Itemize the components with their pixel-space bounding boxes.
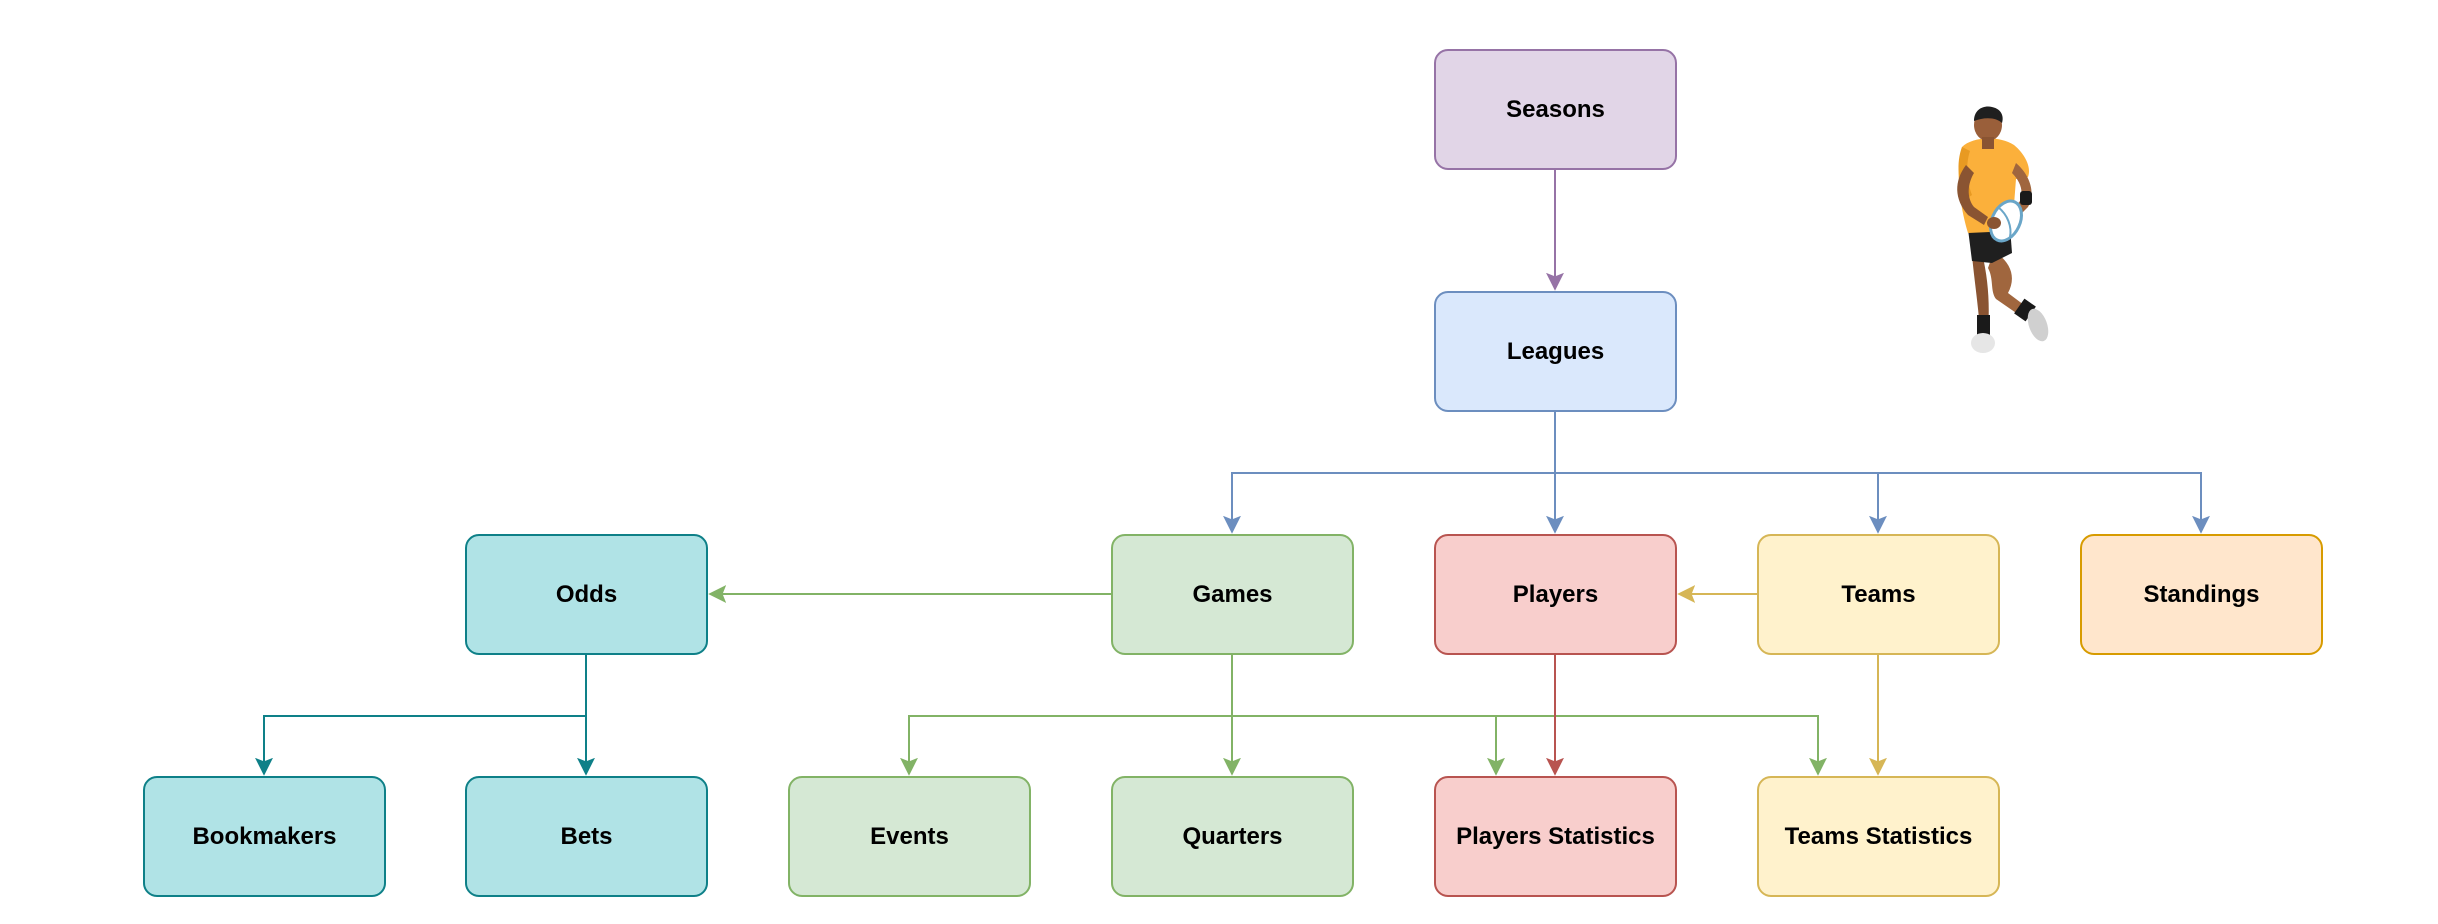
node-label: Quarters xyxy=(1182,822,1283,850)
node-label: Bets xyxy=(560,822,613,850)
rugby-player-icon xyxy=(1957,106,2049,353)
node-label: Players xyxy=(1512,580,1599,608)
node-teams-statistics[interactable]: Teams Statistics xyxy=(1757,776,2000,897)
node-label: Events xyxy=(870,822,949,850)
node-seasons[interactable]: Seasons xyxy=(1434,49,1677,170)
node-label: Standings xyxy=(2143,580,2260,608)
node-leagues[interactable]: Leagues xyxy=(1434,291,1677,412)
node-label: Bookmakers xyxy=(192,822,337,850)
node-bets[interactable]: Bets xyxy=(465,776,708,897)
node-label: Games xyxy=(1192,580,1273,608)
node-label: Seasons xyxy=(1506,95,1605,123)
edge-games-players-statistics xyxy=(1232,715,1505,776)
node-odds[interactable]: Odds xyxy=(465,534,708,655)
node-players[interactable]: Players xyxy=(1434,534,1677,655)
node-label: Players Statistics xyxy=(1456,822,1655,850)
edge-leagues-teams xyxy=(1555,472,1887,534)
node-bookmakers[interactable]: Bookmakers xyxy=(143,776,386,897)
node-teams[interactable]: Teams xyxy=(1757,534,2000,655)
edge-games-events xyxy=(900,715,1232,776)
edge-games-teams-statistics xyxy=(1496,715,1827,776)
node-label: Teams xyxy=(1841,580,1916,608)
node-label: Odds xyxy=(555,580,618,608)
node-label: Teams Statistics xyxy=(1784,822,1973,850)
edge-leagues-standings xyxy=(1878,472,2210,534)
node-players-statistics[interactable]: Players Statistics xyxy=(1434,776,1677,897)
edge-odds-bookmakers xyxy=(255,715,586,776)
node-standings[interactable]: Standings xyxy=(2080,534,2323,655)
node-events[interactable]: Events xyxy=(788,776,1031,897)
node-label: Leagues xyxy=(1506,337,1605,365)
edge-leagues-games xyxy=(1223,472,1555,534)
node-games[interactable]: Games xyxy=(1111,534,1354,655)
node-quarters[interactable]: Quarters xyxy=(1111,776,1354,897)
